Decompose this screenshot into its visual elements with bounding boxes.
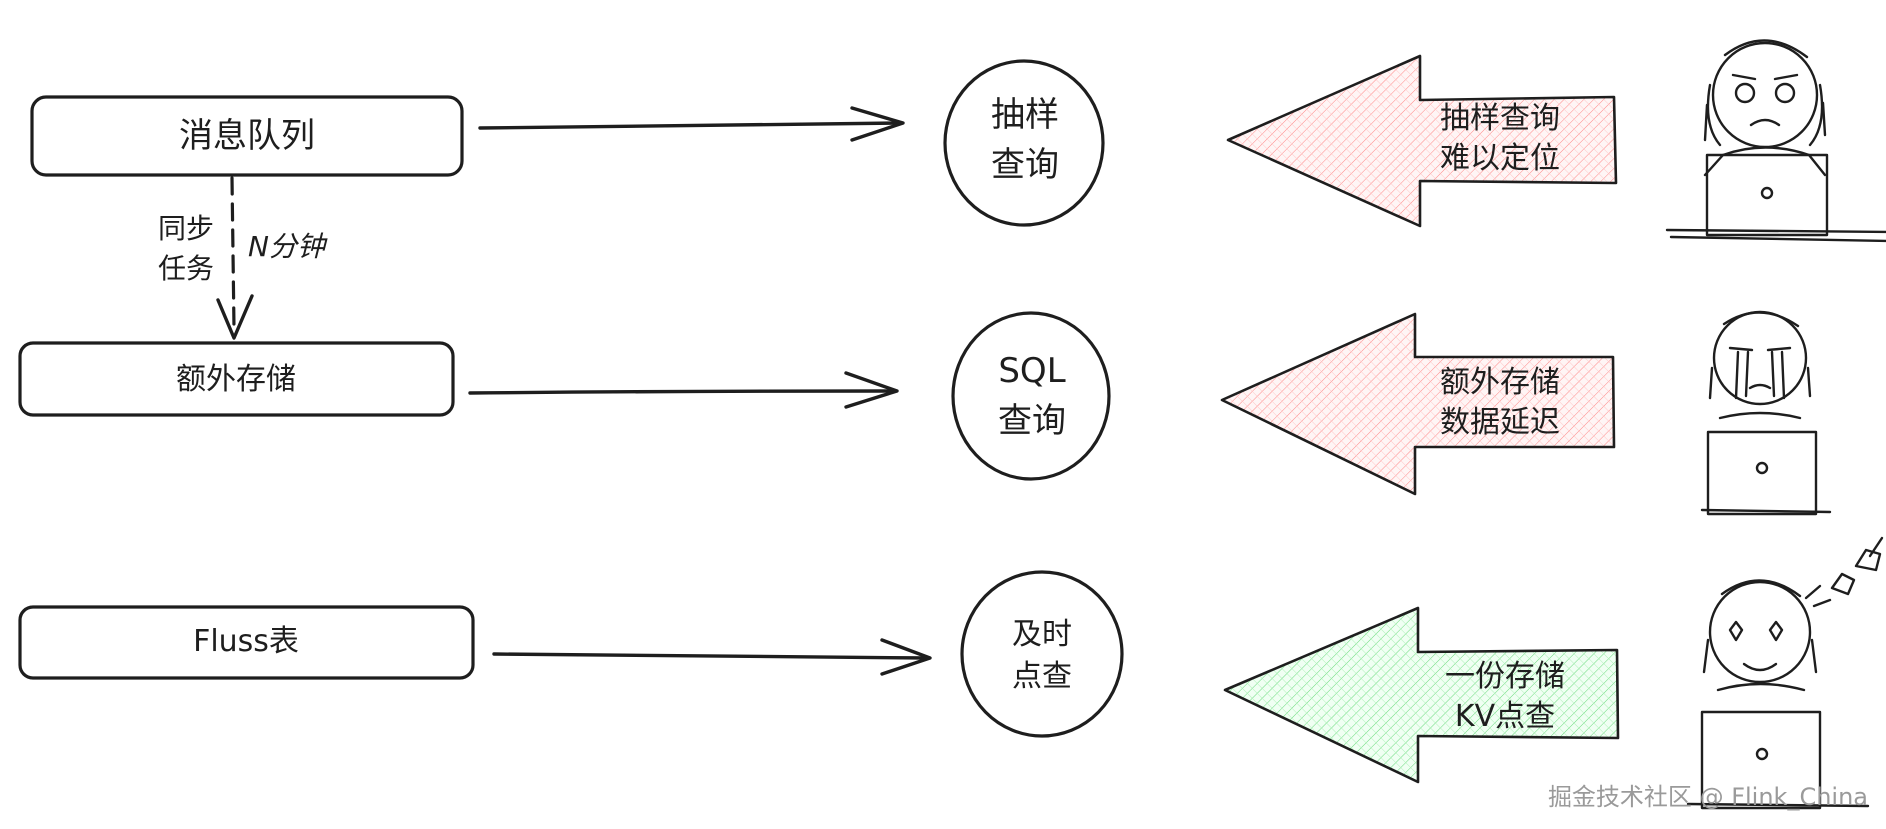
sync-task-label: 同步 任务 [158,212,214,285]
source-box-extra-storage: 额外存储 [18,341,455,417]
sync-line1: 同步 [158,212,214,245]
source-box-fluss-table: Fluss表 [18,605,475,680]
query-line2: 查询 [991,145,1059,185]
watermark: 掘金技术社区 @ Flink_China [1548,783,1868,811]
benefit-line1: 一份存储 [1445,659,1565,694]
pain-arrow-row-1: 抽样查询 难以定位 [1226,54,1618,228]
sync-dashed-arrow [216,176,254,340]
query-line2: 查询 [998,401,1066,441]
source-label: 额外存储 [176,362,296,397]
query-circle-sample: 抽样 查询 [943,59,1105,227]
source-box-message-queue: 消息队列 [30,95,464,177]
query-circle-point-lookup: 及时 点查 [960,570,1124,738]
sync-interval-label: N分钟 [248,230,328,263]
query-line1: 抽样 [991,95,1059,135]
query-line2: 点查 [1012,659,1072,694]
sync-line2: 任务 [158,252,214,285]
pain-line1: 额外存储 [1440,365,1560,400]
flow-arrow-row-3 [492,638,932,676]
benefit-arrow-row-3: 一份存储 KV点查 [1223,606,1620,784]
sad-user-icon [1665,39,1886,243]
pain-arrow-row-2: 额外存储 数据延迟 [1220,312,1616,496]
pain-line2: 难以定位 [1440,141,1560,176]
pain-line2: 数据延迟 [1440,405,1560,440]
query-line1: 及时 [1012,617,1072,652]
flow-arrow-row-1 [478,106,905,142]
pain-line1: 抽样查询 [1440,101,1560,136]
benefit-line2: KV点查 [1455,699,1555,734]
source-label: Fluss表 [193,624,299,659]
query-line1: SQL [998,351,1065,391]
crying-user-icon [1700,310,1832,516]
happy-user-icon [1686,536,1884,810]
query-circle-sql: SQL 查询 [951,311,1111,481]
source-label: 消息队列 [179,116,315,156]
flow-arrow-row-2 [468,371,899,409]
